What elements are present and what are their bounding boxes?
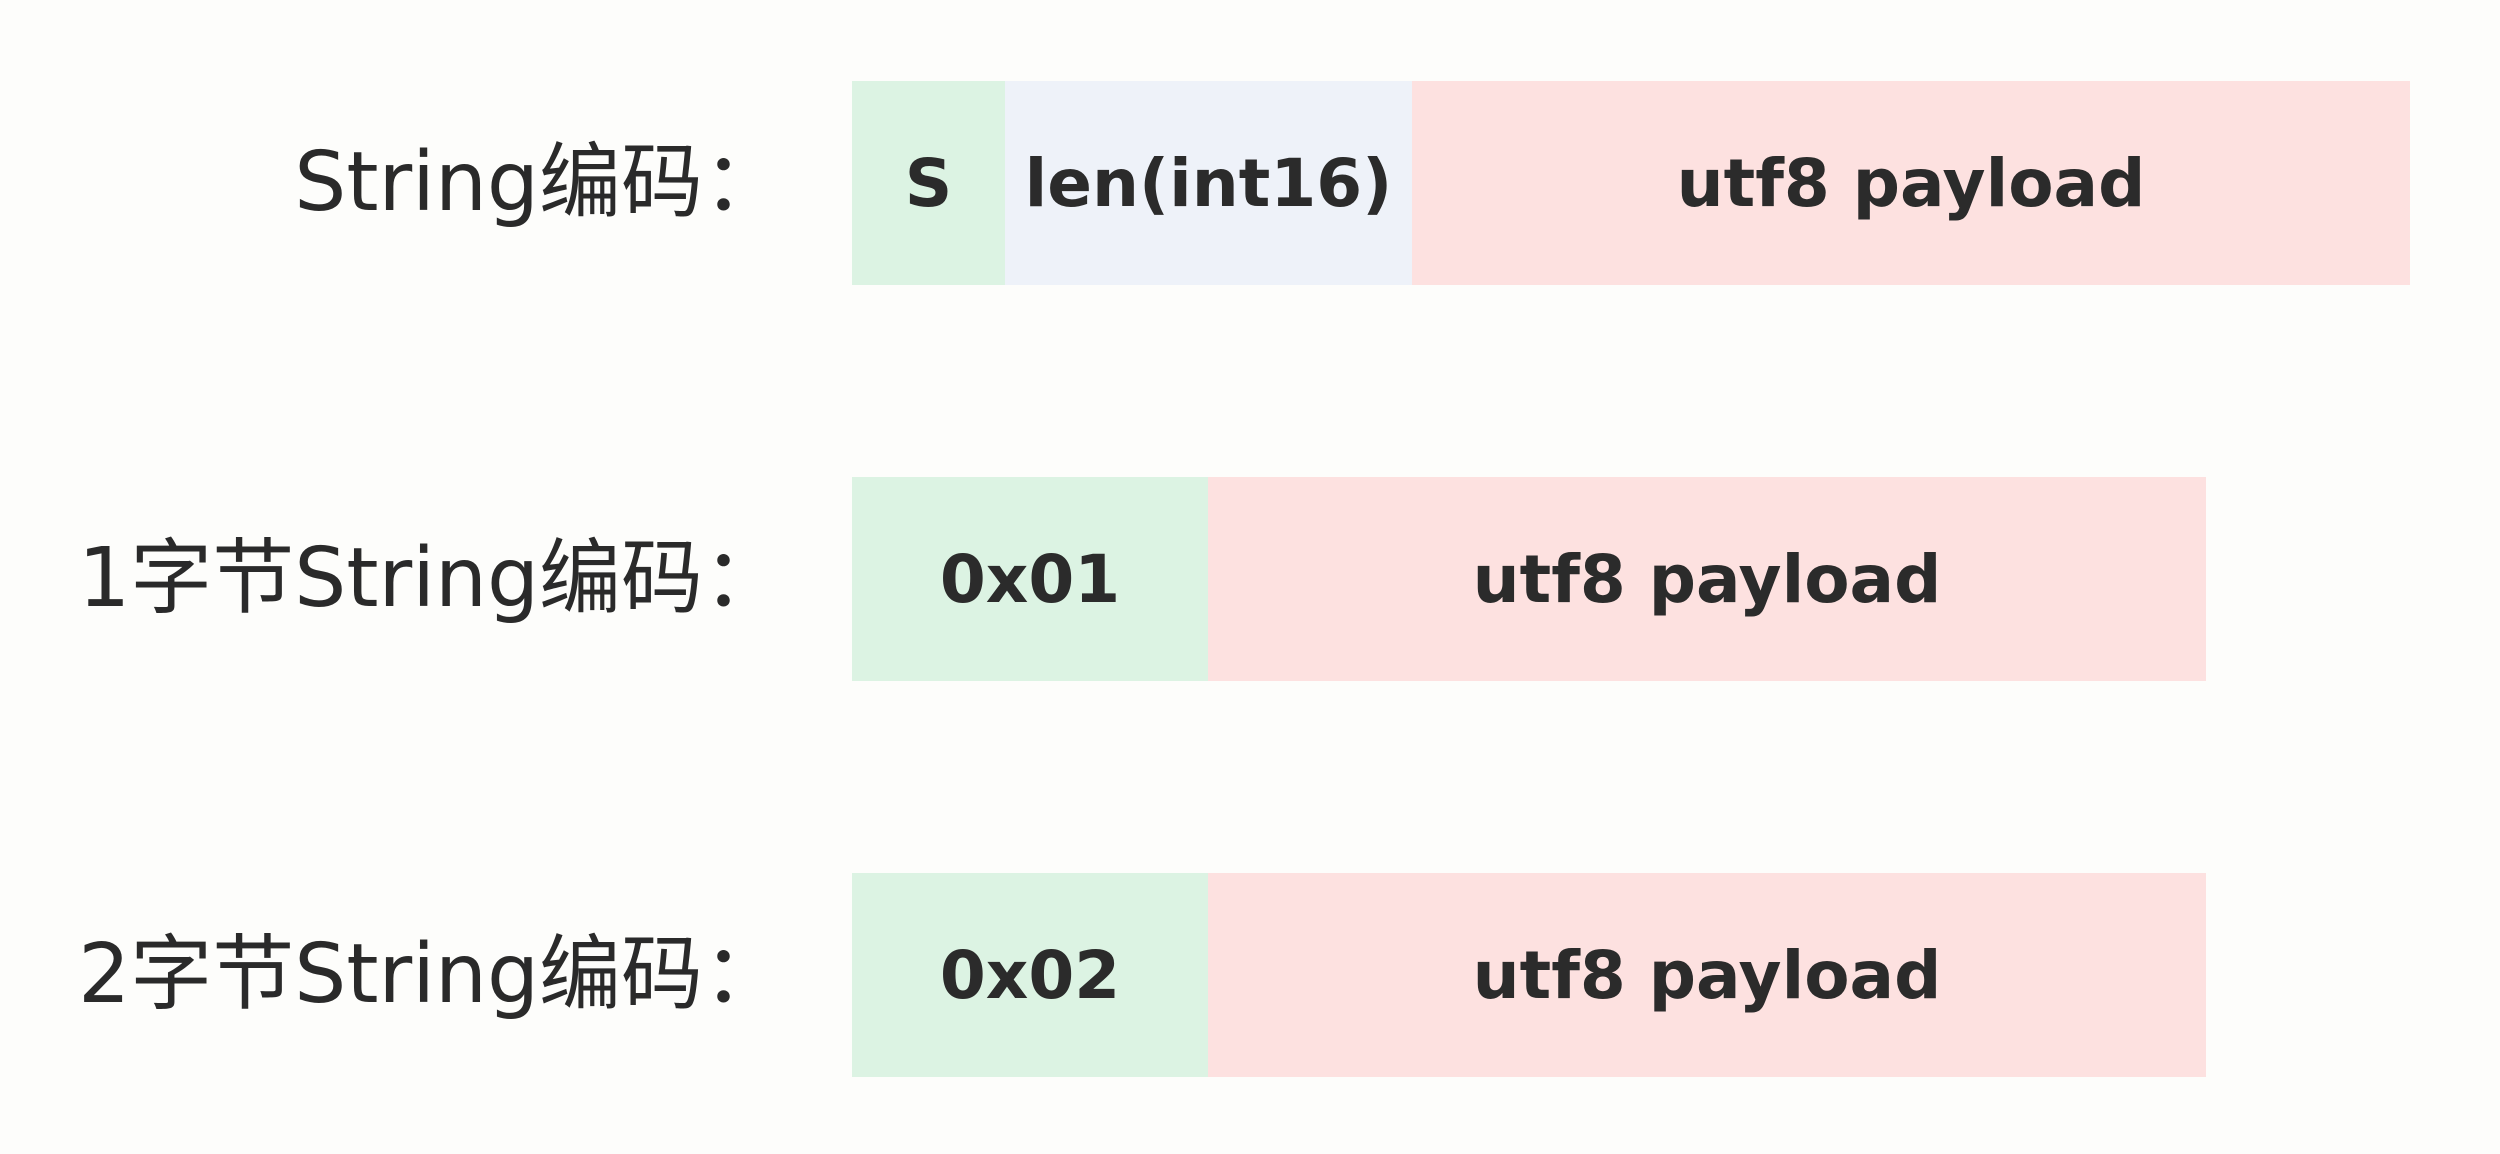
row-label: 2字节String编码： [78, 927, 785, 1022]
type-marker-segment: S [852, 81, 1005, 285]
prefix-byte-segment: 0x01 [852, 477, 1208, 681]
payload-segment: utf8 payload [1208, 477, 2206, 681]
payload-segment: utf8 payload [1412, 81, 2410, 285]
prefix-byte-segment: 0x02 [852, 873, 1208, 1077]
row-label: 1字节String编码： [78, 531, 785, 626]
length-segment: len(int16) [1005, 81, 1412, 285]
row-label: String编码： [294, 135, 785, 230]
payload-segment: utf8 payload [1208, 873, 2206, 1077]
one-byte-string-encoding-row: 1字节String编码： 0x01 utf8 payload [0, 477, 2500, 681]
string-encoding-row: String编码： S len(int16) utf8 payload [0, 81, 2500, 285]
two-byte-string-encoding-row: 2字节String编码： 0x02 utf8 payload [0, 873, 2500, 1077]
